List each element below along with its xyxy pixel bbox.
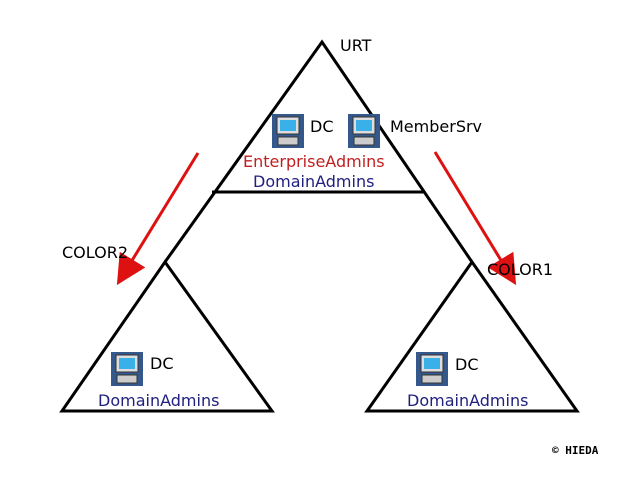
- computer-icon: [272, 114, 304, 148]
- right-child-triangle: [364, 259, 580, 413]
- root-dc-label: DC: [310, 117, 334, 136]
- member-server-label: MemberSrv: [390, 117, 483, 136]
- enterprise-admins-label: EnterpriseAdmins: [243, 152, 385, 171]
- left-dc-label: DC: [150, 354, 174, 373]
- root-domain-label: URT: [340, 36, 372, 55]
- right-domain-admins-label: DomainAdmins: [407, 391, 529, 410]
- right-dc-label: DC: [455, 355, 479, 374]
- right-child-domain-label: COLOR1: [487, 260, 553, 279]
- left-child-triangle: [59, 259, 275, 413]
- computer-icon: [111, 352, 143, 386]
- trust-arrow-left: [116, 152, 200, 286]
- computer-icon: [348, 114, 380, 148]
- root-triangle: [163, 39, 474, 263]
- left-child-domain-label: COLOR2: [62, 243, 128, 262]
- root-domain-admins-label: DomainAdmins: [253, 172, 375, 191]
- trust-arrow-right: [433, 151, 517, 286]
- left-domain-admins-label: DomainAdmins: [98, 391, 220, 410]
- computer-icon: [416, 352, 448, 386]
- copyright-label: © HIEDA: [552, 444, 599, 457]
